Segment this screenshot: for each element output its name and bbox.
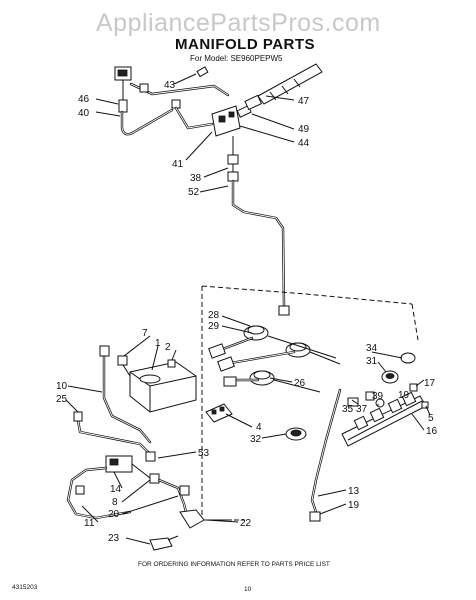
part-32-cap xyxy=(285,427,307,441)
callout-16: 16 xyxy=(426,426,438,437)
callout-2: 2 xyxy=(165,342,171,353)
callout-25: 25 xyxy=(56,394,68,405)
watermark-text: AppliancePartsPros.com xyxy=(96,9,381,37)
callout-44: 44 xyxy=(298,138,310,149)
callout-labels: 43 46 40 41 38 52 47 49 44 28 29 26 34 3… xyxy=(56,80,438,544)
callout-1: 1 xyxy=(155,338,161,349)
part-46-valve xyxy=(114,66,132,113)
part-14-valve xyxy=(105,455,151,479)
tube-52 xyxy=(231,179,286,308)
part-4-bracket xyxy=(205,403,233,423)
callout-23: 23 xyxy=(108,533,120,544)
callout-53: 53 xyxy=(198,448,210,459)
callout-31: 31 xyxy=(366,356,378,367)
callout-37: 37 xyxy=(356,404,368,415)
part-44-regulator-bracket xyxy=(211,105,241,137)
tube-25 xyxy=(76,418,152,456)
callout-19-upper: 19 xyxy=(398,390,410,401)
footer-doc-number: 4315203 xyxy=(12,584,38,591)
callout-49: 49 xyxy=(298,124,310,135)
callout-13: 13 xyxy=(348,486,360,497)
upper-assembly xyxy=(114,63,323,316)
part-47-igniter xyxy=(244,63,323,111)
footer-page-number: 10 xyxy=(244,586,252,593)
callout-29: 29 xyxy=(208,321,220,332)
footer-notice: FOR ORDERING INFORMATION REFER TO PARTS … xyxy=(138,561,330,568)
callout-10: 10 xyxy=(56,381,68,392)
part-43-fitting xyxy=(196,66,209,78)
callout-38: 38 xyxy=(190,173,202,184)
callout-20: 20 xyxy=(108,509,120,520)
callout-43: 43 xyxy=(164,80,176,91)
callout-40: 40 xyxy=(78,108,90,119)
callout-5: 5 xyxy=(428,413,434,424)
callout-7: 7 xyxy=(142,328,148,339)
tube-13 xyxy=(310,388,342,514)
callout-11: 11 xyxy=(84,518,95,529)
callout-46: 46 xyxy=(78,94,90,105)
callout-41: 41 xyxy=(172,159,184,170)
callout-52: 52 xyxy=(188,187,200,198)
callout-34: 34 xyxy=(366,343,378,354)
tube-40 xyxy=(120,108,174,136)
callout-39: 39 xyxy=(372,391,384,402)
callout-22: 22 xyxy=(240,518,252,529)
burner-manifold xyxy=(208,325,429,522)
callout-28: 28 xyxy=(208,310,220,321)
callout-35: 35 xyxy=(342,404,354,415)
part-23-fitting xyxy=(149,537,173,551)
part-38-nut xyxy=(227,154,239,165)
page-title: MANIFOLD PARTS xyxy=(175,36,315,53)
model-label: For Model: SE960PEPW5 xyxy=(190,54,283,63)
callout-14: 14 xyxy=(110,484,122,495)
callout-4: 4 xyxy=(256,422,262,433)
callout-17: 17 xyxy=(424,378,436,389)
callout-19-lower: 19 xyxy=(348,500,360,511)
callout-32: 32 xyxy=(250,434,262,445)
callout-47: 47 xyxy=(298,96,310,107)
callout-26: 26 xyxy=(294,378,306,389)
callout-8: 8 xyxy=(112,497,118,508)
regulator-assembly xyxy=(66,345,232,551)
leader-lines xyxy=(65,73,431,545)
assembly-outline xyxy=(201,285,419,520)
